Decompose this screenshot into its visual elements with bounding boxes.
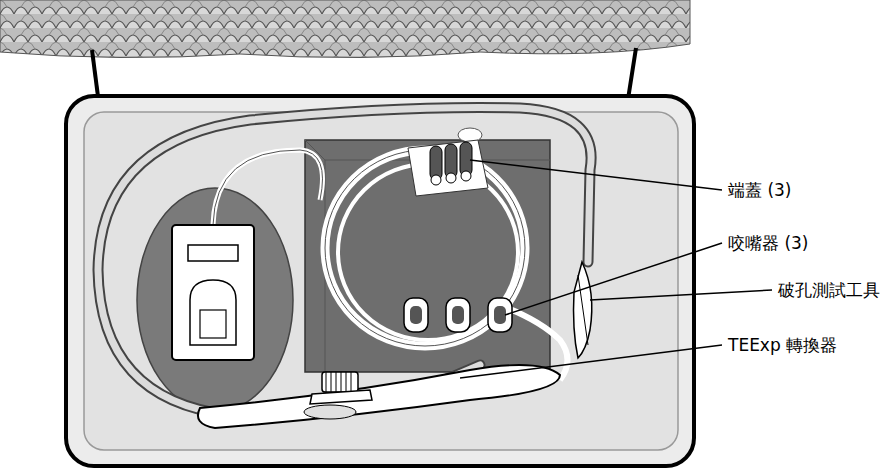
connector-latch bbox=[190, 280, 236, 345]
part-label: 端蓋 (3) bbox=[728, 180, 791, 200]
part-label: TEExp 轉換器 bbox=[728, 335, 837, 355]
cap-packet bbox=[408, 140, 488, 196]
connector-cable bbox=[213, 150, 323, 225]
end-cap-opening bbox=[431, 175, 441, 185]
probe-connector bbox=[172, 225, 254, 360]
leader-line bbox=[505, 243, 722, 315]
teexp-adapter bbox=[198, 365, 560, 428]
recess-bevel bbox=[305, 140, 550, 372]
case-body bbox=[66, 96, 694, 466]
connector-label-plate bbox=[188, 245, 238, 261]
connector-latch-window bbox=[200, 310, 226, 338]
connector-cable-edge bbox=[213, 150, 323, 225]
accessory-recess bbox=[305, 140, 550, 372]
part-label: 破孔測試工具 bbox=[778, 280, 880, 300]
end-cap-opening bbox=[446, 173, 456, 183]
bite-blocks bbox=[404, 298, 512, 332]
leader-line bbox=[590, 290, 772, 300]
end-cap-opening bbox=[461, 171, 471, 181]
part-label: 咬嘴器 (3) bbox=[728, 233, 808, 253]
leader-line bbox=[470, 160, 722, 190]
foam-lid bbox=[0, 0, 690, 58]
leader-line bbox=[460, 345, 722, 378]
leak-tester bbox=[574, 262, 592, 358]
